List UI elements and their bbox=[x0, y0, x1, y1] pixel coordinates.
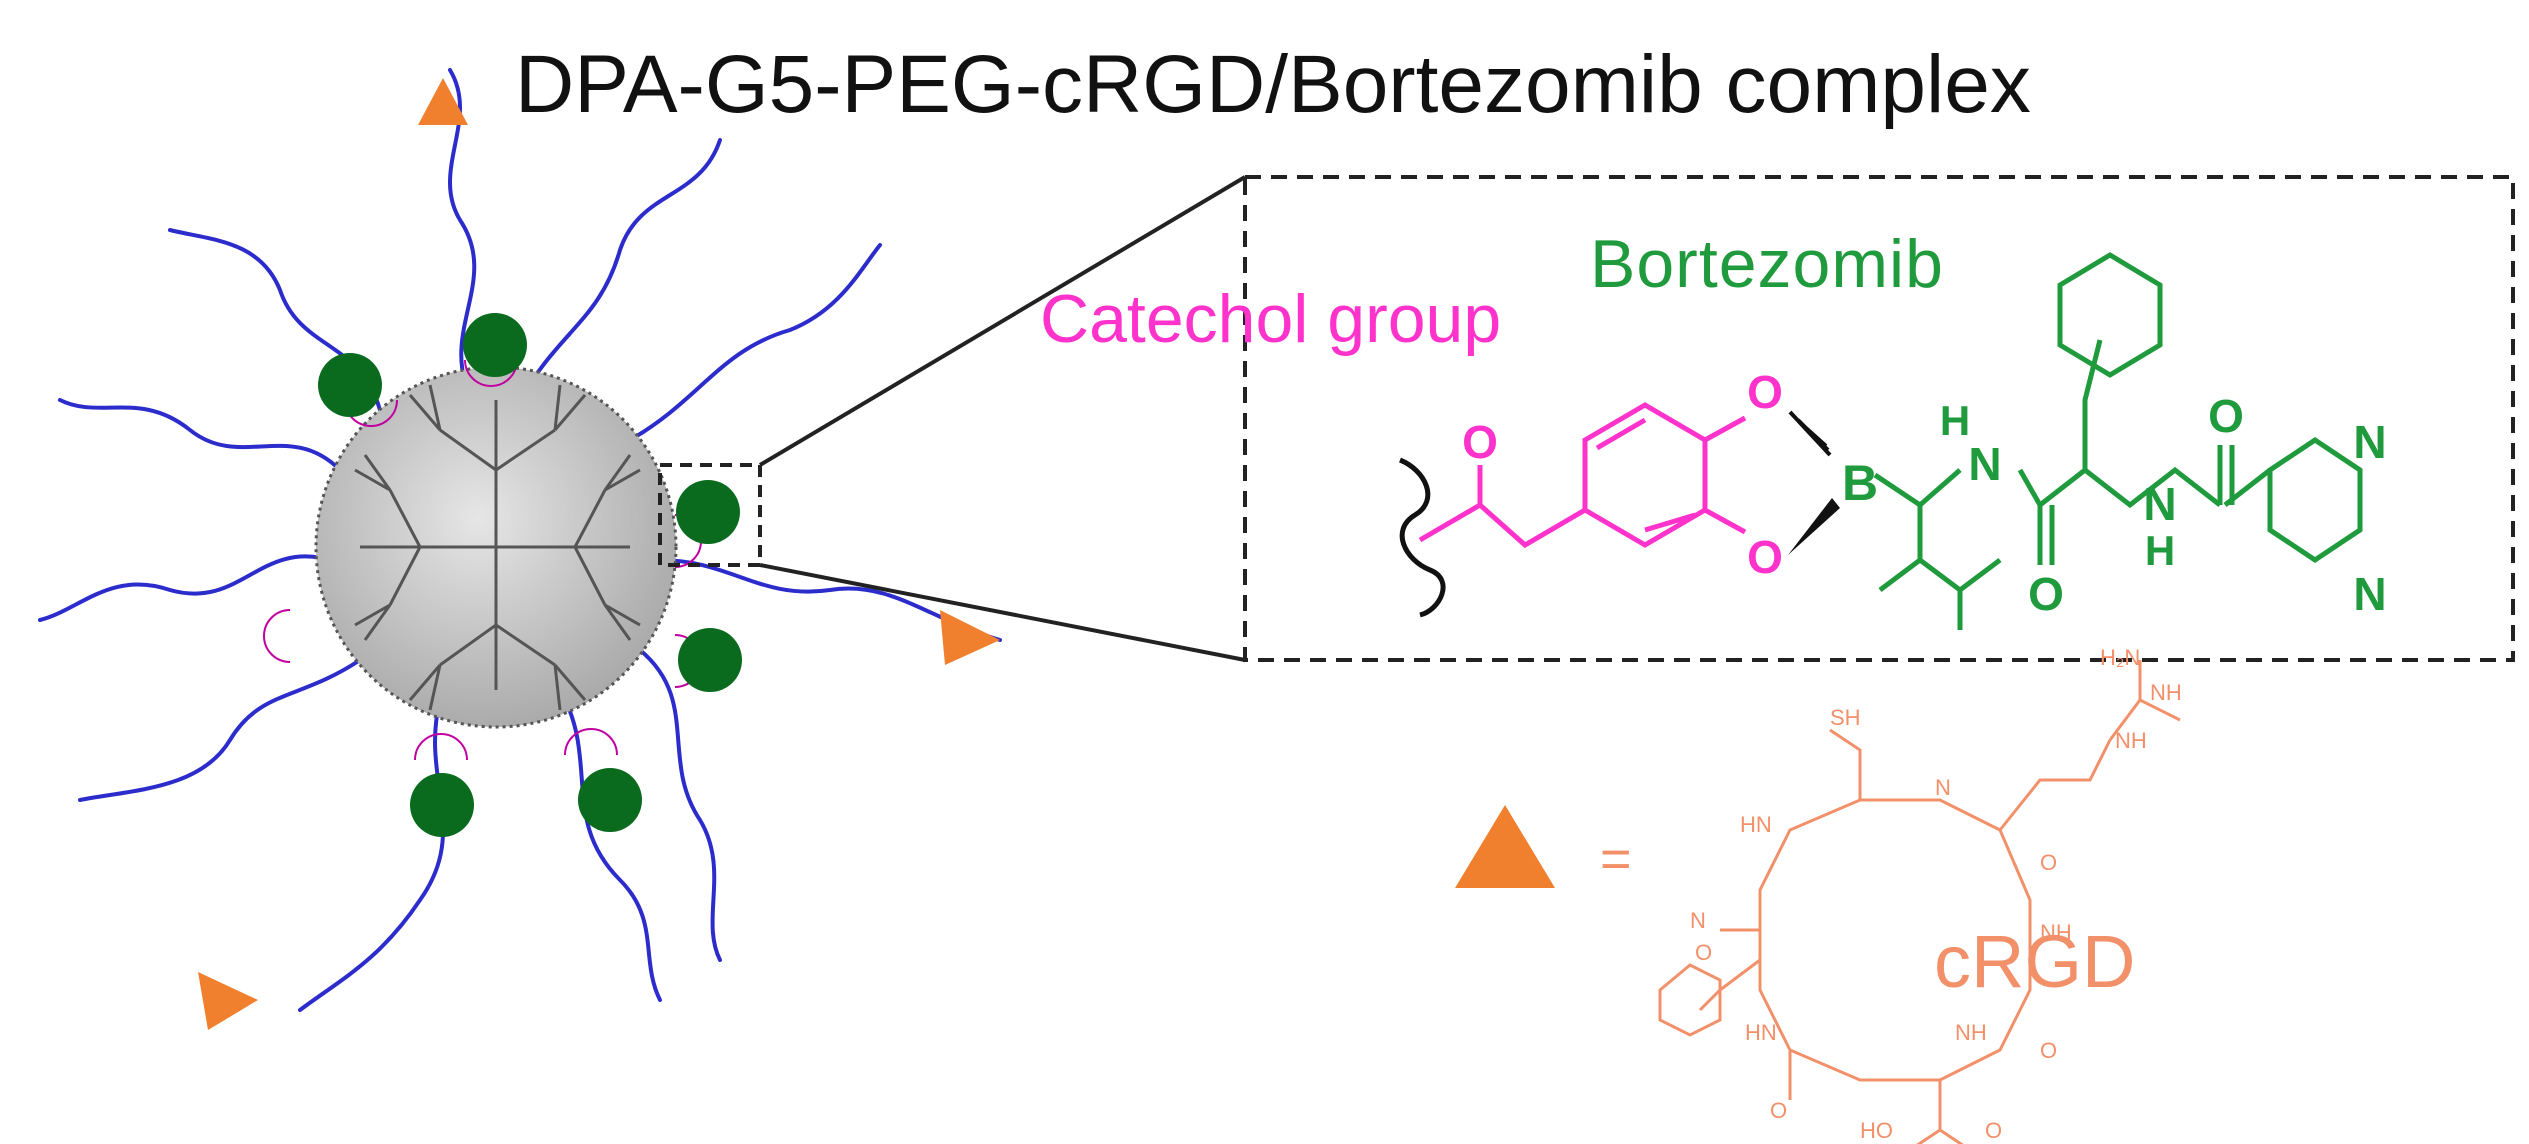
carbonyl-o1: O bbox=[2028, 568, 2064, 620]
cargo-sphere bbox=[678, 628, 742, 692]
amide-h1: H bbox=[1940, 397, 1970, 444]
pyrazine-n2: N bbox=[2353, 568, 2386, 620]
catechol-o2: O bbox=[1747, 531, 1783, 583]
crgd-atom: NH bbox=[1955, 1020, 1987, 1045]
crgd-atom: N bbox=[1935, 775, 1951, 800]
crgd-atom: HN bbox=[1740, 812, 1772, 837]
peg-chain bbox=[518, 138, 722, 402]
catechol-crescent bbox=[564, 728, 618, 756]
peg-chain bbox=[38, 554, 332, 622]
crgd-triangle bbox=[418, 78, 468, 125]
catechol-crescent bbox=[414, 733, 468, 761]
boron-atom: B bbox=[1842, 455, 1878, 511]
crgd-atom: O bbox=[2040, 1038, 2057, 1063]
peg-chain bbox=[638, 648, 722, 962]
crgd-atom: O bbox=[1770, 1098, 1787, 1123]
crgd-atom: NH bbox=[2040, 920, 2072, 945]
amide-n1: N bbox=[1968, 438, 2001, 490]
bortezomib-structure: O O O B H N O N H O N N bbox=[1398, 252, 2387, 630]
crgd-atom: SH bbox=[1830, 705, 1861, 730]
catechol-crescent bbox=[344, 399, 398, 427]
cargo-sphere bbox=[578, 768, 642, 832]
peg-chain bbox=[58, 398, 342, 472]
crgd-atom: HO bbox=[1860, 1118, 1893, 1143]
crgd-atom: O bbox=[2040, 850, 2057, 875]
crgd-ligands bbox=[198, 78, 1000, 1030]
cargo-sphere bbox=[463, 313, 527, 377]
crgd-legend: SH H₂N NH NH HN N O N NH O HN NH O O HO … bbox=[1455, 645, 2182, 1144]
crgd-atom: O bbox=[1695, 940, 1712, 965]
crgd-atom-labels: SH H₂N NH NH HN N O N NH O HN NH O O HO … bbox=[1690, 645, 2182, 1143]
amide-n2: N bbox=[2143, 478, 2176, 530]
carbonyl-o2: O bbox=[2208, 390, 2244, 442]
crgd-atom: HN bbox=[1745, 1020, 1777, 1045]
crgd-atom: NH bbox=[2150, 680, 2182, 705]
crgd-triangle bbox=[198, 972, 258, 1030]
crgd-atom: NH bbox=[2115, 728, 2147, 753]
peg-chain bbox=[298, 698, 446, 1012]
dendrimer-core bbox=[314, 365, 678, 729]
legend-triangle bbox=[1455, 805, 1555, 888]
peg-chain bbox=[78, 658, 362, 802]
crgd-atom: O bbox=[1985, 1118, 2002, 1143]
catechol-o1: O bbox=[1747, 366, 1783, 418]
amide-h2: H bbox=[2145, 527, 2175, 574]
zoom-indicator bbox=[658, 175, 2515, 662]
crgd-structure bbox=[1658, 660, 2181, 1144]
bortezomib-cargo bbox=[318, 313, 742, 837]
crgd-triangle bbox=[940, 610, 1000, 665]
pyrazine-n1: N bbox=[2353, 416, 2386, 468]
peg-chain bbox=[558, 688, 662, 1002]
cargo-sphere bbox=[676, 480, 740, 544]
cargo-sphere bbox=[318, 353, 382, 417]
cargo-sphere bbox=[410, 773, 474, 837]
catechol-carbonyl-o: O bbox=[1462, 416, 1498, 468]
catechol-crescent bbox=[263, 609, 291, 663]
peg-chain bbox=[628, 243, 882, 442]
crgd-atom: N bbox=[1690, 908, 1706, 933]
crgd-atom: H₂N bbox=[2100, 645, 2140, 670]
